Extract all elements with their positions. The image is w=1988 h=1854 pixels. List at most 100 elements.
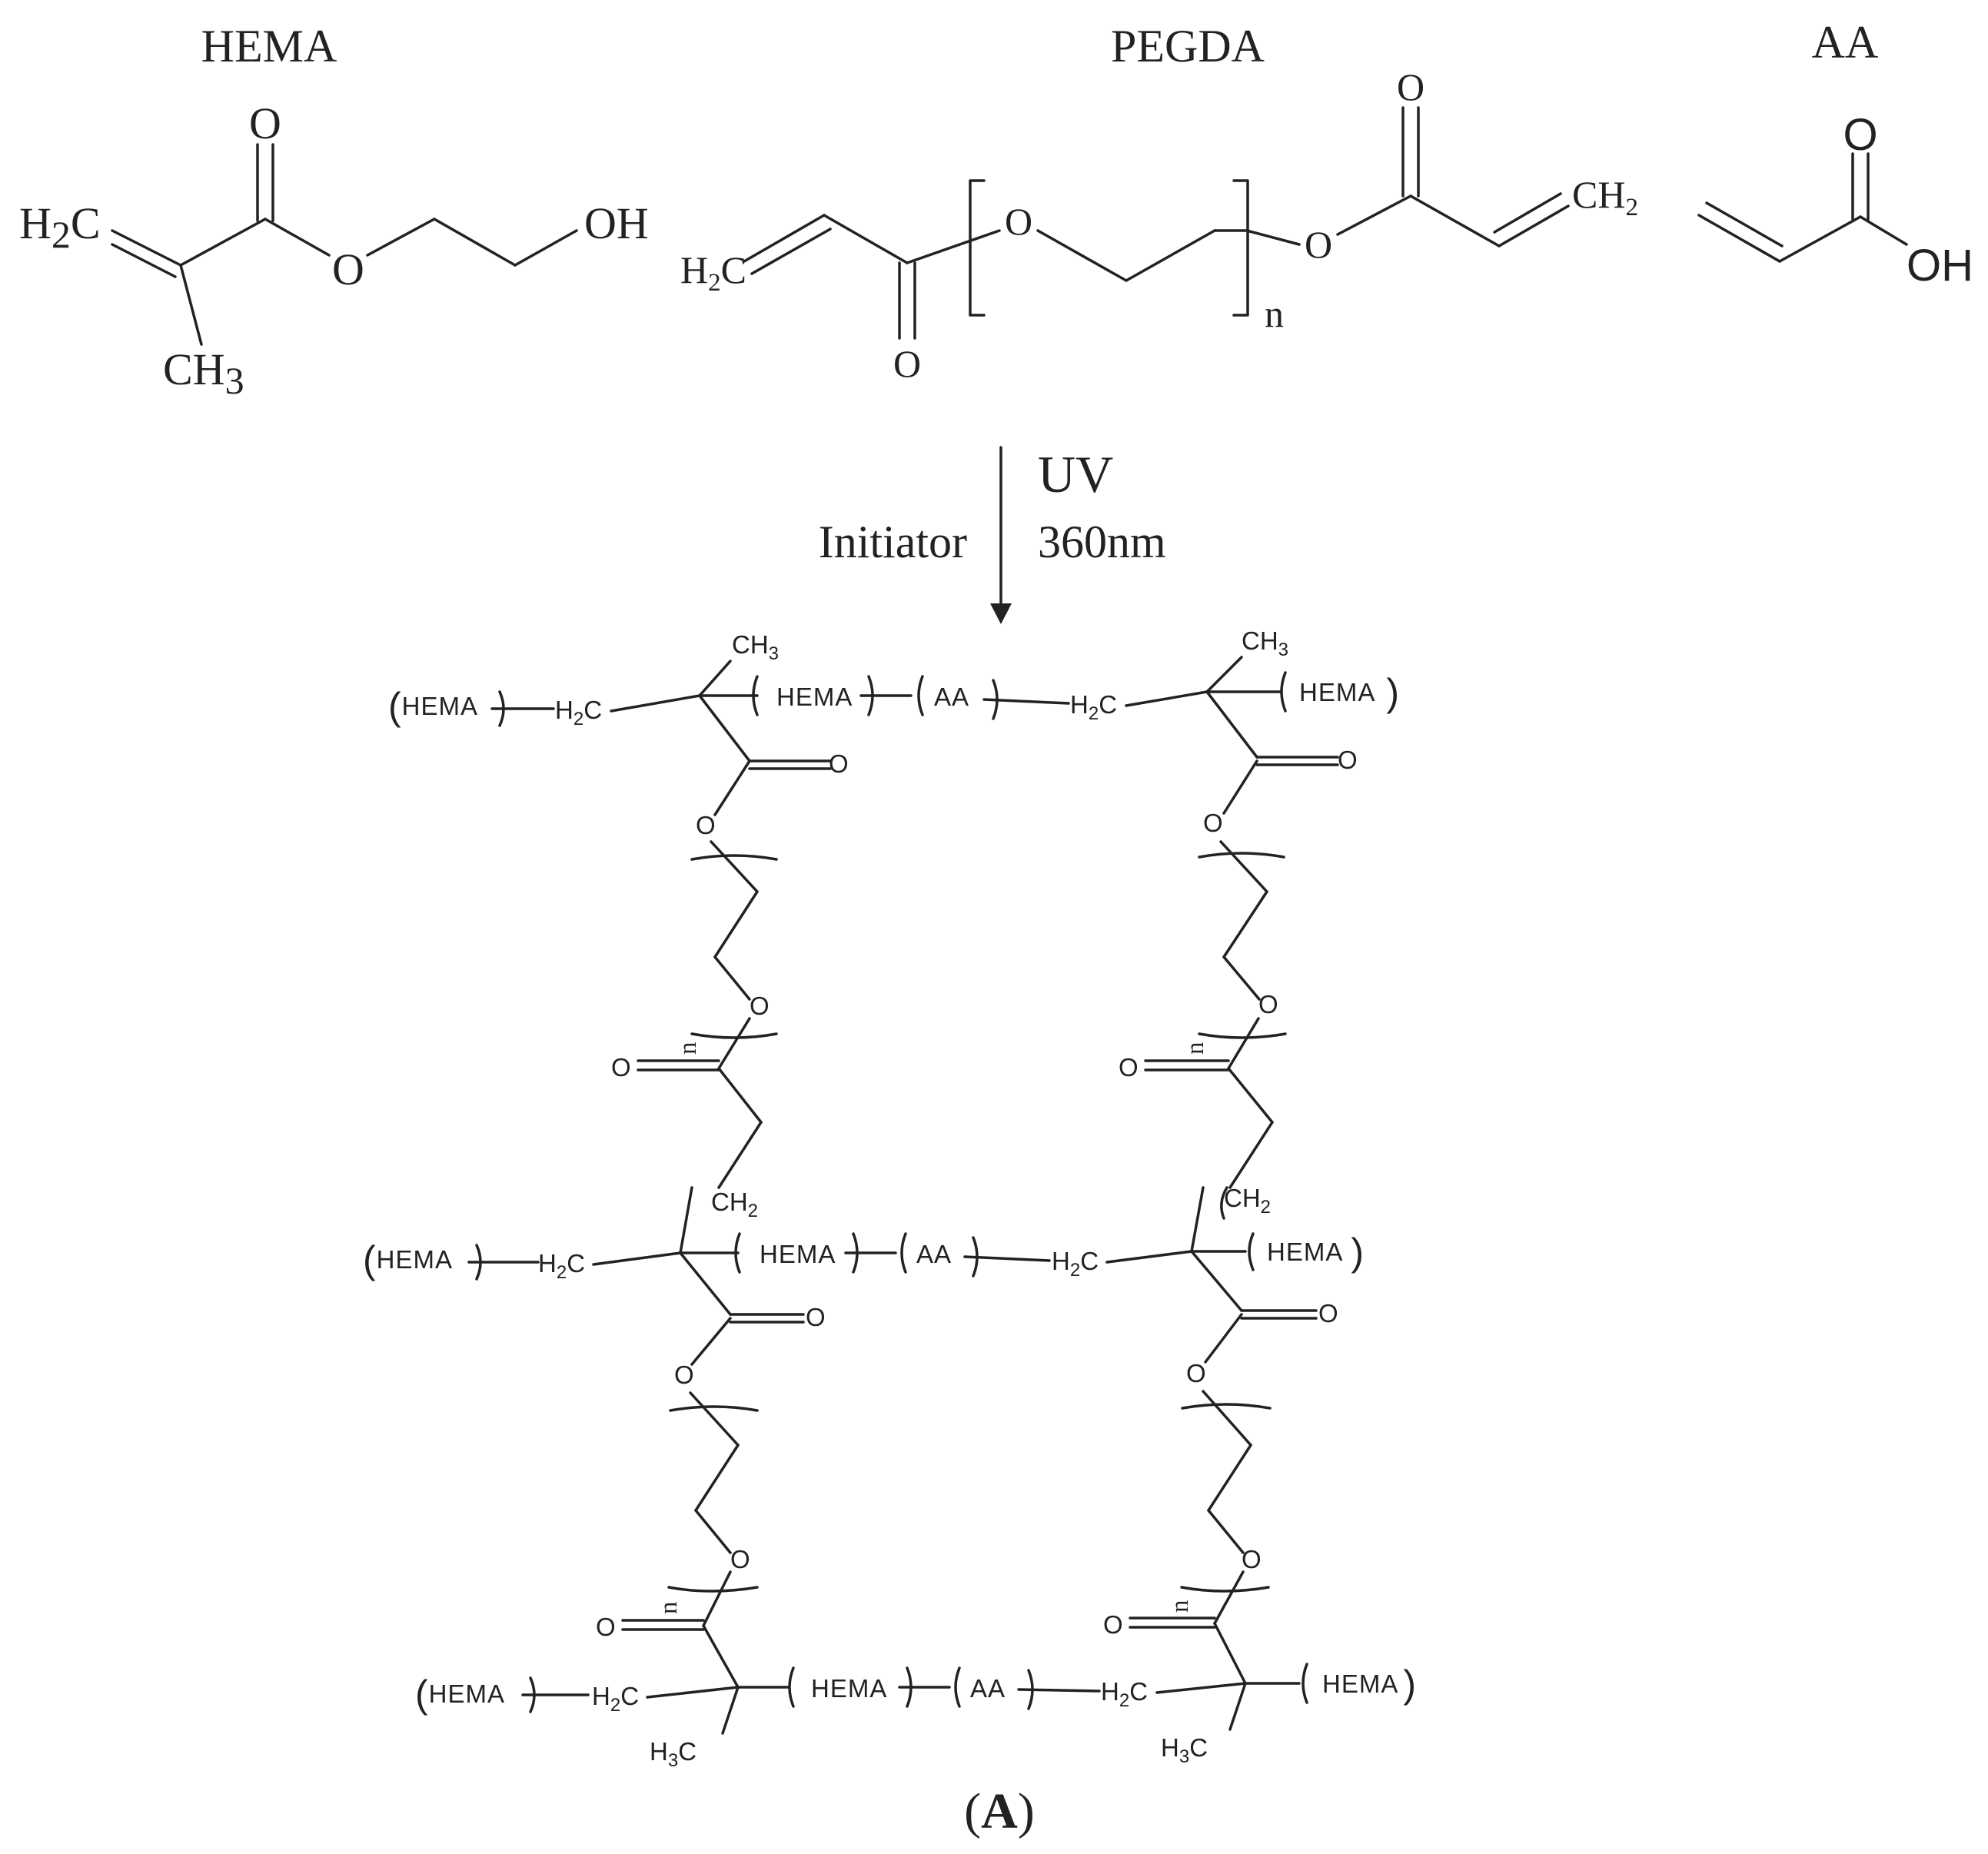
unit-bracket (1248, 1232, 1255, 1271)
repeat-bracket (1220, 1186, 1228, 1220)
unit-bracket (972, 1236, 979, 1278)
hema-double-bond (111, 243, 177, 278)
repeat-bracket (1198, 1032, 1287, 1039)
network-o: O (1258, 990, 1278, 1018)
unit-bracket (1280, 671, 1287, 713)
repeat-bracket (690, 1032, 778, 1039)
bond-line (1190, 1250, 1243, 1312)
reaction-wavelength: 360nm (1038, 517, 1166, 567)
pegda-bond (906, 229, 1001, 264)
bond-line (1228, 1682, 1247, 1731)
reaction-initiator: Initiator (819, 517, 967, 567)
hema-bond (264, 218, 331, 257)
reaction-uv: UV (1038, 445, 1113, 503)
bond-line (1219, 840, 1268, 893)
repeat-bracket (669, 1405, 759, 1412)
polymer-network: (HEMA H2C CH3 HEMA AA H2C CH3 HEMA) (363, 626, 1416, 1771)
unit-bracket (788, 1666, 795, 1708)
hema-unit: HEMA) (1299, 671, 1400, 714)
pegda-ester-o-right: O (1305, 223, 1332, 266)
pegda-bond (1498, 204, 1570, 248)
bond-line (1222, 955, 1261, 1001)
network-backbone-row-2: (HEMA H2C HEMA AA H2C HEMA) (363, 1231, 1365, 1283)
bond-line (1227, 1017, 1260, 1070)
bond-line (1017, 1688, 1101, 1693)
hema-unit: HEMA) (1267, 1231, 1365, 1274)
bond-line (702, 1570, 732, 1627)
network-backbone-row-3: (HEMA H2C H3C HEMA AA H2C H3C HEMA) (415, 1663, 1416, 1771)
hema-oh: OH (584, 198, 649, 248)
repeat-bracket (667, 1586, 759, 1593)
pegda-bracket-right (1232, 179, 1249, 317)
unit-bracket (1027, 1669, 1034, 1710)
network-h2c: H2C (538, 1249, 585, 1283)
unit-bracket (752, 675, 759, 716)
aa-carbonyl-o: O (1843, 110, 1877, 160)
hema-title: HEMA (201, 21, 337, 71)
bond-line (694, 1509, 732, 1554)
network-n: n (1166, 1600, 1194, 1613)
bond-line (698, 660, 732, 697)
repeat-bracket (1180, 1586, 1270, 1593)
bond-line (1228, 1121, 1274, 1189)
bond-line (679, 1251, 732, 1316)
pegda-bond (1245, 229, 1301, 246)
hema-bond (179, 218, 267, 267)
pegda-bond (1336, 194, 1412, 236)
hema-bond (111, 229, 182, 267)
bond-line (1202, 1390, 1252, 1447)
network-h2c: H2C (1052, 1247, 1099, 1281)
panel-label: (A) (964, 1783, 1035, 1839)
network-o: O (1338, 746, 1358, 774)
unit-bracket (475, 1244, 482, 1281)
unit-bracket (1302, 1663, 1308, 1704)
network-crosslink-right-lower: O O O n O (1103, 1250, 1338, 1685)
bond-line (610, 694, 701, 713)
bond-line (1204, 1313, 1243, 1364)
repeat-bracket (1181, 1403, 1272, 1410)
network-ch3: CH3 (1242, 626, 1288, 660)
bond-line (679, 1186, 693, 1254)
hema-bond (514, 229, 578, 267)
network-o: O (1203, 809, 1223, 837)
reaction-arrow-head (990, 603, 1012, 624)
unit-bracket (734, 1232, 741, 1274)
network-h3c: H3C (1161, 1733, 1208, 1767)
bond-line (1205, 690, 1258, 759)
hema-unit: HEMA (760, 1240, 836, 1268)
bond-line (1190, 1186, 1205, 1253)
hema-h2c: H2C (19, 198, 101, 256)
hema-unit: HEMA (811, 1674, 887, 1703)
pegda-h2c: H2C (680, 248, 746, 297)
network-o: O (806, 1303, 826, 1331)
bond-line (1205, 656, 1243, 693)
bond-line (1222, 759, 1258, 815)
pegda-bond (823, 214, 909, 264)
bond-line (963, 1255, 1051, 1262)
network-ch2: CH2 (1224, 1184, 1271, 1218)
bond-line (717, 1121, 763, 1189)
pegda-title: PEGDA (1111, 21, 1265, 71)
unit-bracket (992, 679, 999, 720)
network-o: O (730, 1545, 750, 1573)
pegda-double-bond (1493, 192, 1562, 234)
network-o: O (674, 1361, 694, 1389)
bond-line (698, 694, 751, 763)
pegda-bond (743, 214, 826, 263)
bond-line (592, 1251, 682, 1266)
bond-line (1125, 690, 1208, 707)
bond-line (1213, 1622, 1247, 1685)
network-n: n (655, 1602, 683, 1615)
aa-bond (1859, 215, 1908, 246)
bond-line (1207, 1509, 1245, 1554)
unit-bracket (917, 675, 924, 716)
reaction-arrow-group: UV Initiator 360nm (819, 445, 1166, 624)
network-h2c: H2C (555, 696, 602, 729)
aa-double-bond (1705, 201, 1784, 248)
pegda-bond (1409, 194, 1501, 248)
repeat-bracket (690, 854, 778, 861)
network-crosslink-right-upper: O O O n O CH2 (1119, 690, 1358, 1253)
pegda-bracket-left (969, 179, 986, 317)
bond-line (717, 1017, 751, 1070)
unit-bracket (954, 1666, 961, 1708)
